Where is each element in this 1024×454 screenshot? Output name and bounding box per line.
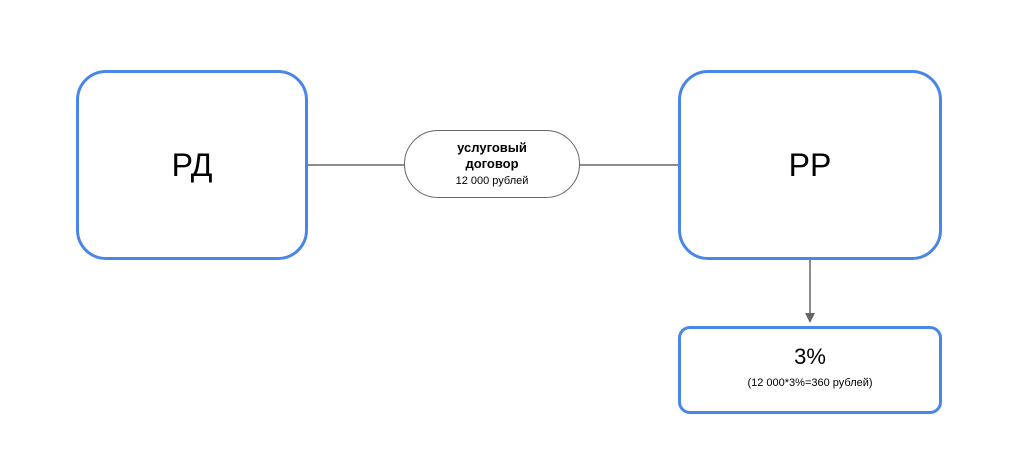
node-rr: РР bbox=[678, 70, 942, 260]
node-contract: услуговый договор 12 000 рублей bbox=[404, 130, 580, 198]
node-rr-label: РР bbox=[788, 147, 832, 183]
node-percent: 3% (12 000*3%=360 рублей) bbox=[678, 326, 942, 414]
node-rd-label: РД bbox=[171, 147, 213, 183]
percent-value: 3% bbox=[794, 344, 826, 369]
contract-title-line2: договор bbox=[465, 156, 519, 171]
percent-calculation: (12 000*3%=360 рублей) bbox=[747, 377, 873, 389]
contract-amount: 12 000 рублей bbox=[455, 175, 529, 187]
contract-title-line1: услуговый bbox=[457, 140, 527, 155]
node-rd: РД bbox=[76, 70, 308, 260]
